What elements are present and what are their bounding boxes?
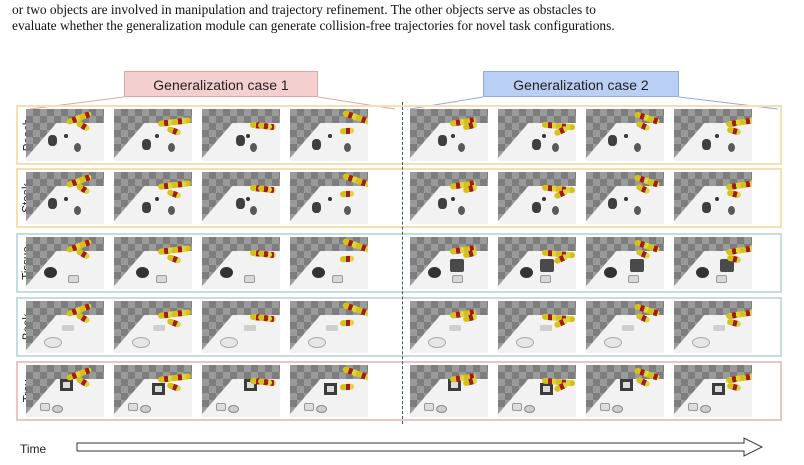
- frame-thumbnail: [26, 237, 104, 289]
- figure-caption: or two objects are involved in manipulat…: [12, 2, 796, 34]
- frame-thumbnail: [674, 237, 752, 289]
- caption-line-1: or two objects are involved in manipulat…: [12, 2, 596, 17]
- frame-thumbnail: [202, 109, 280, 161]
- frame-thumbnail: [674, 365, 752, 417]
- row-tissue: Tissue: [16, 233, 782, 293]
- frame-thumbnail: [26, 301, 104, 353]
- frame-thumbnail: [202, 172, 280, 224]
- frame-thumbnail: [586, 109, 664, 161]
- frame-thumbnail: [114, 365, 192, 417]
- frame-thumbnail: [410, 301, 488, 353]
- row-book: Book: [16, 297, 782, 357]
- frame-thumbnail: [26, 365, 104, 417]
- frame-thumbnail: [114, 301, 192, 353]
- frame-thumbnail: [498, 237, 576, 289]
- frame-thumbnail: [290, 365, 368, 417]
- frame-thumbnail: [498, 301, 576, 353]
- frame-thumbnail: [674, 301, 752, 353]
- time-arrow: [76, 437, 764, 457]
- frame-thumbnail: [290, 109, 368, 161]
- frame-thumbnail: [498, 172, 576, 224]
- row-peach: Peach: [16, 105, 782, 165]
- frame-thumbnail: [114, 109, 192, 161]
- frame-thumbnail: [586, 172, 664, 224]
- frame-thumbnail: [674, 172, 752, 224]
- frame-thumbnail: [114, 237, 192, 289]
- generalization-case-2-label: Generalization case 2: [483, 71, 679, 97]
- frame-thumbnail: [26, 172, 104, 224]
- frame-thumbnail: [410, 172, 488, 224]
- case-divider-line: [402, 102, 403, 424]
- frame-thumbnail: [410, 237, 488, 289]
- frame-thumbnail: [586, 301, 664, 353]
- frame-thumbnail: [290, 237, 368, 289]
- frame-thumbnail: [586, 365, 664, 417]
- frame-thumbnail: [202, 301, 280, 353]
- frame-thumbnail: [114, 172, 192, 224]
- frame-thumbnail: [498, 109, 576, 161]
- frame-thumbnail: [586, 237, 664, 289]
- caption-line-2: evaluate whether the generalization modu…: [12, 18, 615, 33]
- frame-thumbnail: [290, 301, 368, 353]
- row-steak: Steak: [16, 168, 782, 228]
- frame-thumbnail: [410, 109, 488, 161]
- frame-thumbnail: [674, 109, 752, 161]
- frame-thumbnail: [202, 365, 280, 417]
- frame-thumbnail: [498, 365, 576, 417]
- frame-thumbnail: [26, 109, 104, 161]
- row-tray: Tray: [16, 361, 782, 421]
- generalization-case-1-label: Generalization case 1: [124, 71, 318, 97]
- frame-thumbnail: [290, 172, 368, 224]
- time-axis-label: Time: [20, 442, 47, 456]
- frame-thumbnail: [202, 237, 280, 289]
- frame-thumbnail: [410, 365, 488, 417]
